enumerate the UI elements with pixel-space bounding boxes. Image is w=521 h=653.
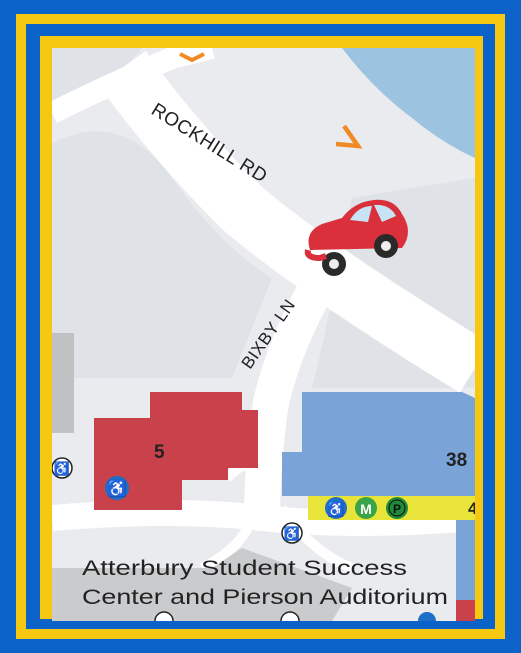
building-edge — [52, 333, 74, 433]
wheelchair-accessible-icon — [154, 611, 174, 621]
direction-arrow-icon — [179, 52, 205, 63]
svg-text:♿: ♿ — [327, 501, 344, 518]
direction-arrow-icon — [335, 124, 363, 149]
walkway — [277, 505, 354, 573]
rockhill-road[interactable] — [98, 51, 475, 393]
walkway — [52, 500, 475, 536]
wheelchair-accessible-icon — [280, 611, 300, 621]
building-5-number: 5 — [154, 442, 165, 463]
place-label-line2: Center and Pierson Auditorium — [82, 586, 448, 609]
ground-area — [52, 131, 272, 378]
svg-text:M: M — [360, 501, 372, 517]
building-5[interactable] — [94, 392, 258, 510]
campus-map[interactable]: 5 38 4 ♿ ♿ ♿ ♿ M — [52, 48, 475, 621]
wheelchair-accessible-icon: ♿ — [281, 522, 303, 544]
svg-text:♿: ♿ — [284, 526, 300, 541]
auditorium-building[interactable] — [52, 548, 352, 621]
map-canvas: 5 38 4 ♿ ♿ ♿ ♿ M — [52, 48, 475, 621]
wheelchair-accessible-icon: ♿ — [105, 476, 129, 500]
place-label-line1: Atterbury Student Success — [82, 557, 407, 580]
building-38[interactable] — [282, 392, 475, 496]
minor-road — [52, 48, 215, 123]
svg-text:♿: ♿ — [54, 461, 70, 476]
building-edge — [456, 520, 475, 621]
walkway — [199, 516, 257, 573]
wheelchair-accessible-icon: ♿ — [325, 497, 347, 519]
building-38-number: 38 — [446, 450, 467, 471]
bixby-lane[interactable] — [244, 269, 338, 519]
water-area — [342, 48, 475, 158]
car-icon[interactable] — [304, 199, 408, 276]
ground-area — [52, 48, 142, 103]
wheelchair-accessible-icon — [418, 612, 436, 621]
wheelchair-accessible-icon: ♿ — [52, 457, 73, 479]
parking-icon: P — [386, 497, 408, 519]
building-edge — [456, 600, 475, 621]
metro-bus-icon: M — [355, 497, 377, 519]
building-4-number: 4 — [468, 499, 475, 518]
svg-text:♿: ♿ — [107, 479, 127, 498]
svg-text:P: P — [393, 502, 401, 516]
